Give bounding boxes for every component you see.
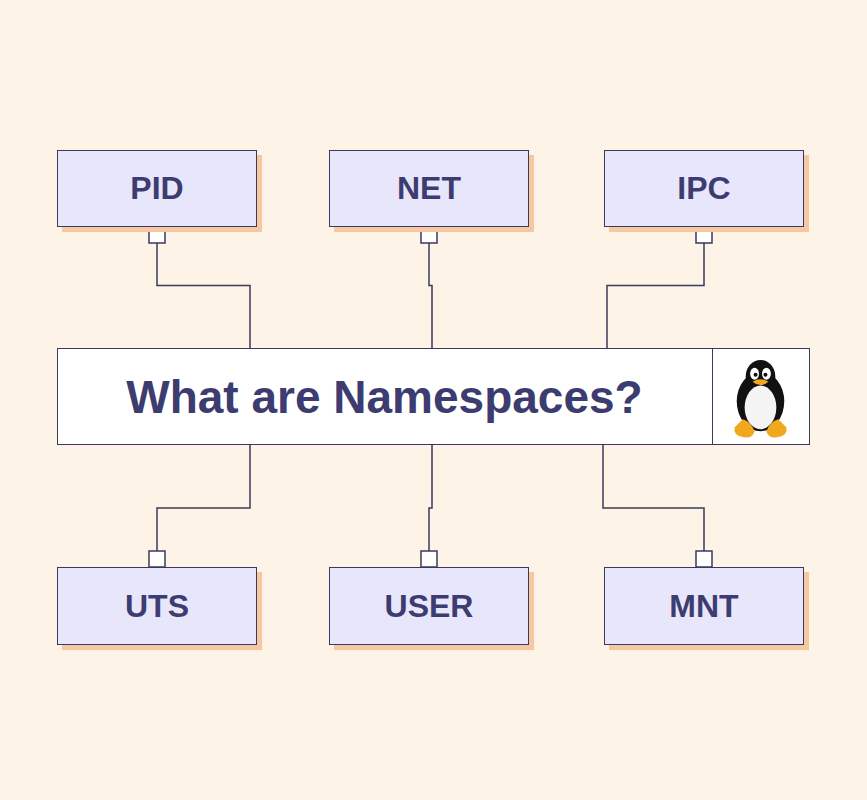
connector	[603, 445, 712, 567]
namespace-label: USER	[385, 588, 474, 625]
connector	[421, 445, 437, 567]
title-text-area: What are Namespaces?	[58, 370, 711, 424]
connector-line	[157, 445, 250, 567]
namespace-label: UTS	[125, 588, 189, 625]
connector	[607, 227, 712, 348]
connector-port	[421, 227, 437, 243]
connector-line	[603, 445, 704, 567]
connector	[149, 445, 250, 567]
connector	[421, 227, 437, 348]
namespace-box: IPC	[604, 150, 804, 227]
namespace-box: UTS	[57, 567, 257, 645]
namespace-label: PID	[130, 170, 183, 207]
title-label: What are Namespaces?	[126, 370, 642, 424]
namespace-box: NET	[329, 150, 529, 227]
connector-line	[157, 227, 250, 348]
connector-line	[429, 227, 432, 348]
namespace-label: NET	[397, 170, 461, 207]
namespace-label: MNT	[669, 588, 738, 625]
connector-port	[696, 227, 712, 243]
connector-port	[149, 227, 165, 243]
connector-line	[429, 445, 432, 567]
title-box: What are Namespaces?	[57, 348, 810, 445]
connector-port	[696, 551, 712, 567]
connector-port	[149, 551, 165, 567]
tux-penguin-icon	[712, 349, 809, 444]
connector-line	[607, 227, 704, 348]
namespace-box: PID	[57, 150, 257, 227]
namespace-label: IPC	[677, 170, 730, 207]
namespace-box: USER	[329, 567, 529, 645]
connector-port	[421, 551, 437, 567]
connector	[149, 227, 250, 348]
namespace-box: MNT	[604, 567, 804, 645]
